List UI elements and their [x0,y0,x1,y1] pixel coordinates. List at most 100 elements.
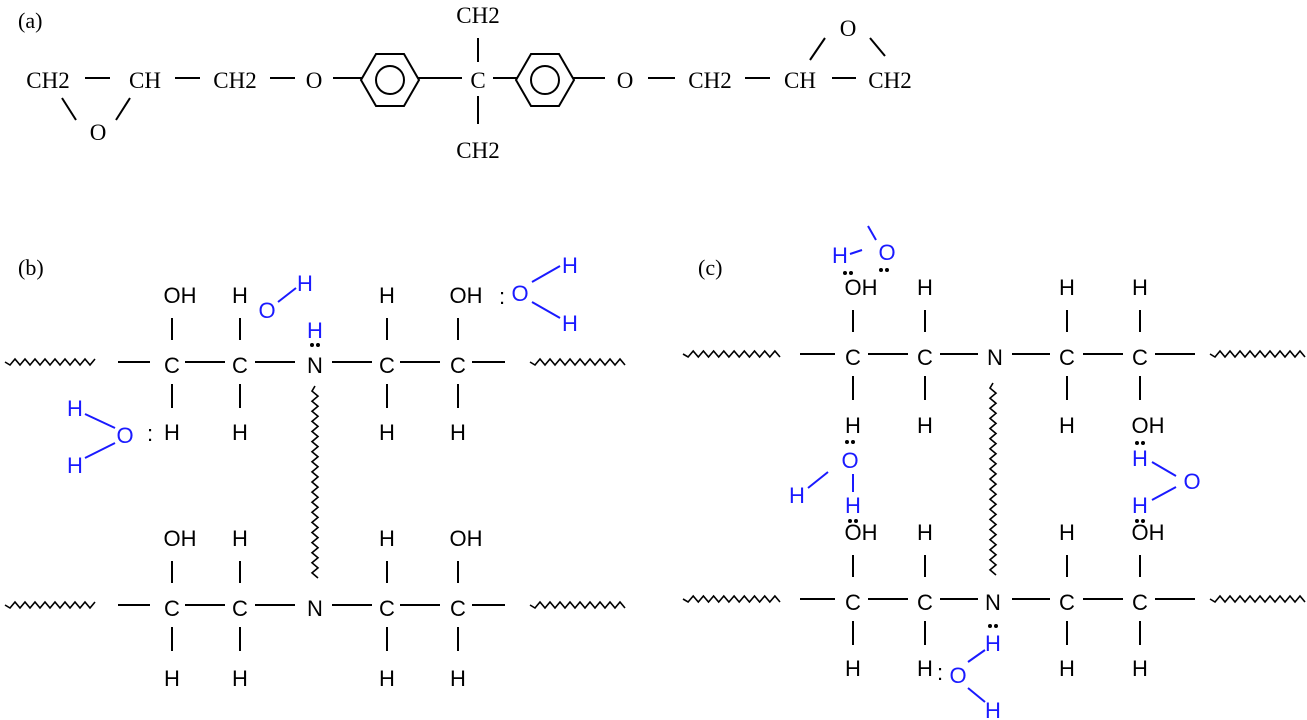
lone-pair-dot [1135,441,1139,445]
atom-label-b: C [164,596,180,621]
water-atom-c: O [1183,469,1200,494]
polymer-chain-wavy [1209,349,1306,359]
atom-label-a: O [306,68,323,93]
lone-pair-dot [1135,519,1139,523]
water-bond [967,649,986,663]
polymer-chain-wavy [4,357,96,367]
water-atom-b: H [562,311,578,336]
atom-label-c: C [845,345,861,370]
atom-label-c: OH [1132,413,1165,438]
lone-pair-dot [849,271,853,275]
water-atom-b: H [67,453,83,478]
atom-label-b: H [379,283,395,308]
bond [61,97,77,121]
benzene-ring [514,53,576,107]
atom-label-a: CH2 [213,68,256,93]
atom-label-b: H [232,526,248,551]
water-bond [1151,486,1177,501]
atom-label-b: N [307,596,323,621]
atom-label-c: C [917,590,933,615]
water-atom-c: O [949,663,966,688]
bond [115,97,131,121]
aromatic-circle [530,65,560,95]
water-atom-c: H [1132,446,1148,471]
bond [869,37,886,57]
atom-label-b: C [379,596,395,621]
water-atom-c: H [985,631,1001,656]
crosslink-wavy [310,385,320,579]
atom-label-b: H [379,666,395,691]
atom-label-c: H [1059,275,1075,300]
water-atom-c: H [789,483,805,508]
atom-label-c: H [845,656,861,681]
atom-label-c: C [1132,590,1148,615]
atom-label-a: O [840,16,857,41]
atom-label-c: C [1059,345,1075,370]
atom-label-b: OH [164,283,197,308]
lone-pair-dot [848,519,852,523]
atom-label-c: H [917,275,933,300]
atom-label-c: C [917,345,933,370]
polymer-chain-wavy [529,357,626,367]
water-atom-c: H [1132,493,1148,518]
polymer-chain-wavy [1209,594,1306,604]
atom-label-b: H [450,666,466,691]
polymer-chain-wavy [682,594,781,604]
water-atom-c: H [985,698,1001,720]
atom-label-c: OH [845,275,878,300]
atom-label-c: H [917,656,933,681]
water-atom-b: H [297,271,313,296]
atom-label-b: C [232,353,248,378]
water-atom-b: H [307,318,323,343]
water-bond [849,249,863,255]
lone-pair-dot [845,440,849,444]
atom-label-a: CH2 [688,68,731,93]
atom-label-b: N [307,353,323,378]
atom-label-c: OH [845,520,878,545]
atom-label-c: H [1059,520,1075,545]
atom-label-c: H [845,413,861,438]
atom-label-a: CH [784,68,816,93]
atom-label-b: OH [450,283,483,308]
atom-label-b: H [379,526,395,551]
atom-label-c: H [1059,413,1075,438]
lone-pair-dot [854,519,858,523]
water-bond [531,265,561,283]
atom-label-b: H [164,666,180,691]
atom-label-a: CH2 [868,68,911,93]
atom-label-b: C [450,353,466,378]
water-bond [531,301,561,319]
atom-label-c: N [985,590,1001,615]
lone-pair-dot [879,268,883,272]
water-atom-b: H [562,253,578,278]
atom-label-c: H [917,413,933,438]
water-atom-c: H [832,243,848,268]
water-bond [84,442,116,459]
atom-label-b: : [147,421,153,446]
atom-label-b: OH [164,526,197,551]
atom-label-b: OH [450,526,483,551]
lone-pair-dot [843,271,847,275]
atom-label-b: : [499,284,505,309]
atom-label-c: C [1059,590,1075,615]
atom-label-a: CH2 [456,138,499,163]
atom-label-c: H [1132,275,1148,300]
atom-label-c: C [1132,345,1148,370]
lone-pair-dot [851,440,855,444]
atom-label-a: O [617,68,634,93]
atom-label-b: H [164,420,180,445]
water-bond [277,287,297,303]
lone-pair-dot [885,268,889,272]
atom-label-c: H [1059,656,1075,681]
atom-label-a: CH2 [456,3,499,28]
atom-label-a: C [470,68,485,93]
lone-pair-dot [316,343,320,347]
atom-label-b: H [379,420,395,445]
atom-label-a: O [90,120,107,145]
lone-pair-dot [1141,519,1145,523]
water-bond [807,471,829,489]
atom-label-c: OH [1132,520,1165,545]
water-bond [1151,461,1177,477]
